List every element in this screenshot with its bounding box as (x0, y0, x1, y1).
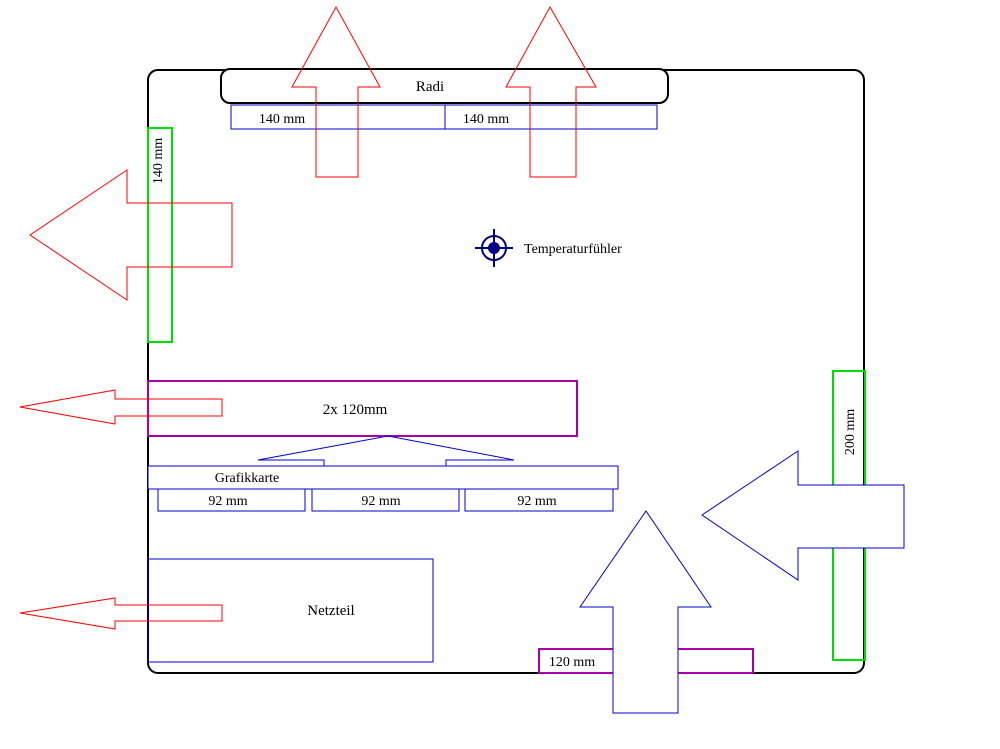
rear-fan-label: 140 mm (151, 138, 166, 184)
bottom-fan-label: 120 mm (549, 655, 595, 670)
radiator-fan-1-label: 140 mm (259, 112, 305, 127)
front-intake-arrow (701, 450, 905, 581)
graphics-card-label: Grafikkarte (215, 471, 280, 486)
psu-exhaust-arrow (19, 597, 223, 630)
rear-exhaust-arrow (29, 169, 233, 301)
gpu-fan-1 (157, 488, 306, 512)
mid-exhaust-arrow (19, 389, 223, 425)
top-exhaust-arrow-2 (505, 5, 597, 178)
psu (147, 558, 434, 663)
rear-fan (147, 127, 173, 343)
gpu-fan-2 (311, 488, 460, 512)
gpu-exhaust-label: 2x 120mm (323, 402, 388, 418)
gpu-fan-2-label: 92 mm (361, 494, 400, 509)
radiator-label: Radi (416, 79, 444, 95)
gpu-fan-3 (464, 488, 614, 512)
psu-label: Netzteil (307, 603, 354, 619)
gpu-fan-3-label: 92 mm (517, 494, 556, 509)
gpu-fan-1-label: 92 mm (208, 494, 247, 509)
gpu-exhaust-fans (147, 380, 578, 437)
case-outline (147, 69, 865, 674)
bottom-intake-arrow (579, 510, 712, 714)
temperature-sensor-label: Temperaturfühler (524, 242, 622, 257)
front-fan-label: 200 mm (843, 409, 858, 455)
radiator-fan-2-label: 140 mm (463, 112, 509, 127)
crosshair-icon (475, 229, 513, 267)
top-exhaust-arrow-1 (291, 5, 381, 178)
radiator (220, 68, 669, 104)
radiator-fan-slot-2 (444, 104, 658, 130)
